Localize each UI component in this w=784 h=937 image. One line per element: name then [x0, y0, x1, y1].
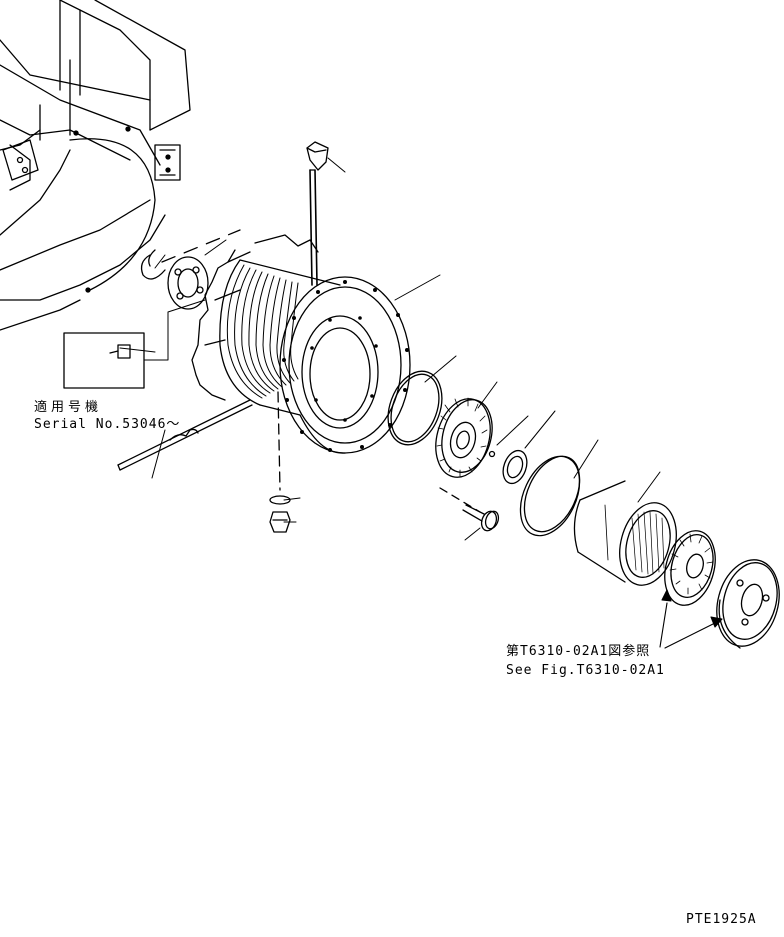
serial-label-japanese: 適用号機 — [34, 400, 103, 415]
winch-frame — [0, 0, 191, 331]
drawing-id: PTE1925A — [686, 912, 757, 927]
snap-ring — [140, 249, 166, 280]
shaft — [117, 399, 253, 471]
figure-reference-english: See Fig.T6310-02A1 — [506, 663, 665, 678]
serial-inset-box — [63, 299, 206, 389]
leader-lines — [119, 157, 661, 541]
gear-hub — [435, 397, 493, 478]
plug — [306, 141, 329, 171]
collar — [502, 449, 528, 485]
ball — [488, 450, 496, 458]
bearing — [167, 256, 209, 310]
drain-plug — [269, 391, 291, 533]
reference-arrows — [659, 589, 723, 649]
serial-label-english: Serial No.53046〜 — [34, 417, 181, 432]
sun-gear-assembly — [716, 559, 780, 649]
winch-drum — [191, 169, 411, 454]
large-o-ring — [519, 455, 581, 537]
o-ring — [387, 370, 443, 446]
planetary-carrier — [664, 530, 716, 606]
ring-gear-housing — [573, 480, 677, 586]
bolt — [439, 487, 500, 532]
figure-reference-japanese: 第T6310-02A1図参照 — [506, 644, 651, 659]
